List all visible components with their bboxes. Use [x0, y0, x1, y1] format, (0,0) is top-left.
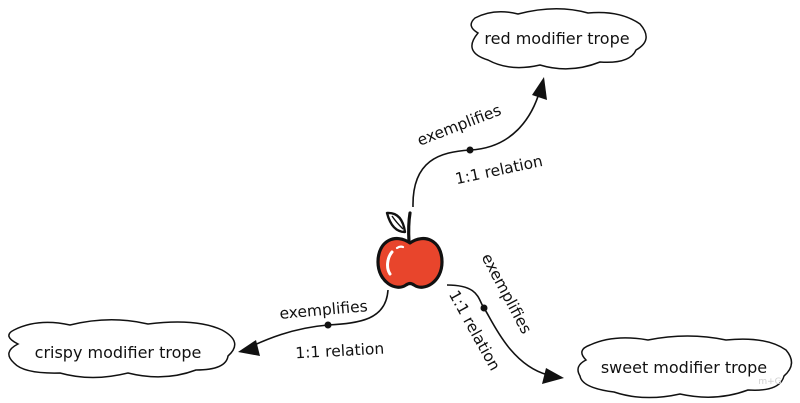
apple-stem [407, 211, 412, 244]
apple-leaf-vein [391, 215, 404, 230]
cloud-shape [577, 335, 793, 399]
node-red-cloud[interactable]: red modifier trope [470, 8, 647, 70]
cloud-shape [470, 8, 647, 70]
node-crispy-label: crispy modifier trope [35, 343, 202, 362]
edge-red-cardinality-label: 1:1 relation [454, 152, 545, 188]
edge-crispy-cardinality-label: 1:1 relation [295, 340, 385, 363]
node-red-label: red modifier trope [484, 29, 629, 48]
apple-icon[interactable] [376, 211, 444, 289]
apple-body [376, 237, 444, 289]
node-sweet-cloud[interactable]: sweet modifier trope [577, 335, 793, 399]
edge-sweet-relation-label: exemplifies [478, 250, 535, 337]
edge-red-dot [466, 146, 474, 154]
edge-crispy-relation-label: exemplifies [279, 297, 369, 323]
node-crispy-cloud[interactable]: crispy modifier trope [8, 319, 236, 379]
apple-highlight [386, 250, 394, 276]
watermark-text: m+G [758, 377, 781, 387]
edge-red-relation-label: exemplifies [415, 101, 504, 149]
edge-crispy-arrowhead [238, 340, 260, 356]
node-sweet-label: sweet modifier trope [601, 358, 767, 377]
edge-crispy-dot [324, 321, 332, 329]
apple-highlight-small [395, 245, 405, 250]
edge-sweet-cardinality-label: 1:1 relation [445, 287, 504, 374]
edge-sweet-dot [480, 304, 488, 312]
edge-red-line [412, 89, 541, 208]
edge-sweet-arrowhead [542, 368, 564, 384]
edge-red-arrowhead [532, 77, 547, 100]
cloud-shape [8, 319, 236, 379]
